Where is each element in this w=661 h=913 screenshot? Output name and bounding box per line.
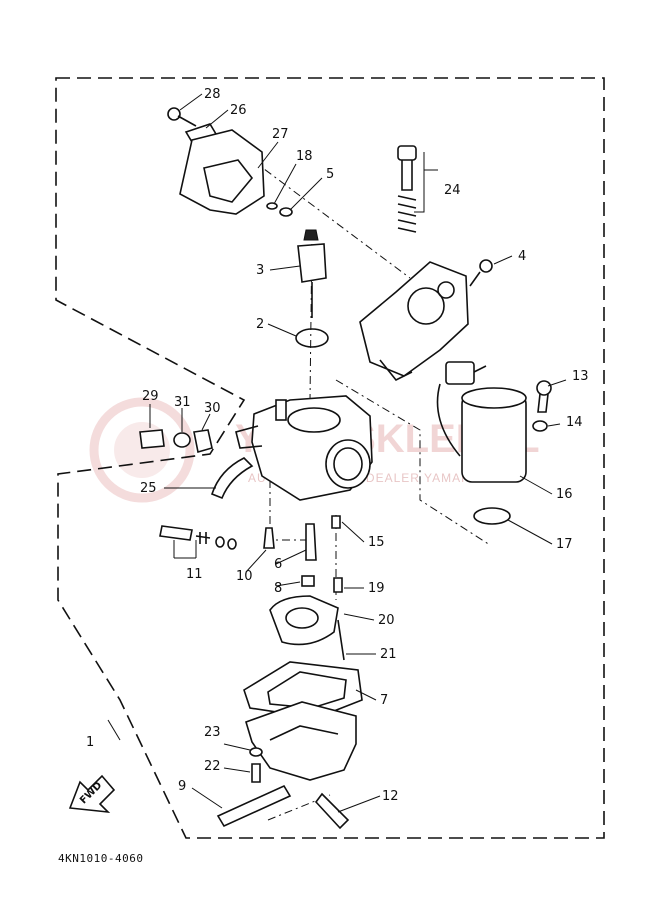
part-12-drain-screw	[314, 792, 350, 830]
part-6-needle-jet	[305, 523, 317, 561]
part-30-plate	[193, 429, 213, 454]
callout-10: 10	[236, 569, 253, 584]
leader-lines	[107, 93, 567, 813]
callout-23: 23	[204, 725, 221, 740]
callout-1: 1	[86, 735, 94, 750]
callout-16: 16	[556, 487, 573, 502]
callout-13: 13	[572, 369, 589, 384]
callout-6: 6	[274, 557, 282, 572]
assembly-boundary	[55, 77, 605, 839]
callout-8: 8	[274, 581, 282, 596]
part-27-cover	[179, 129, 265, 215]
callout-28: 28	[204, 87, 221, 102]
callout-30: 30	[204, 401, 221, 416]
part-4-screw	[469, 259, 493, 287]
callout-22: 22	[204, 759, 221, 774]
callout-29: 29	[142, 389, 159, 404]
part-24-screw-spring	[397, 145, 417, 233]
part-15-jet	[331, 515, 341, 529]
callout-12: 12	[382, 789, 399, 804]
part-5-washer	[279, 207, 293, 217]
part-11-pilot-screw-set	[159, 525, 237, 550]
part-22-screw	[251, 763, 261, 783]
callout-31: 31	[174, 395, 191, 410]
part-31-o-ring	[173, 432, 191, 448]
part-18-washer	[266, 202, 278, 210]
callout-3: 3	[256, 263, 264, 278]
part-carburetor-body	[235, 395, 373, 501]
callout-2: 2	[256, 317, 264, 332]
callout-4: 4	[518, 249, 526, 264]
part-13-screw	[536, 380, 552, 413]
part-9-drain-pipe	[216, 784, 292, 828]
callout-7: 7	[380, 693, 388, 708]
part-8-main-jet	[301, 575, 315, 587]
part-float-chamber	[245, 701, 357, 781]
callout-20: 20	[378, 613, 395, 628]
callout-26: 26	[230, 103, 247, 118]
part-10-screw	[263, 527, 275, 549]
part-20-float	[269, 595, 339, 646]
callout-labels: 28 26 27 18 5 24 4 3 2 29 31 30 25 13 14…	[86, 87, 589, 804]
part-28-screw	[167, 107, 197, 127]
part-top-housing	[359, 261, 469, 382]
figure-code: 4KN1010-4060	[58, 852, 143, 865]
callout-18: 18	[296, 149, 313, 164]
part-2-o-ring	[295, 328, 329, 348]
part-16-auto-choke	[436, 361, 527, 483]
callout-21: 21	[380, 647, 397, 662]
part-25-hose	[211, 457, 254, 500]
watermark-logo-ring	[89, 397, 195, 503]
callout-19: 19	[368, 581, 385, 596]
fwd-arrow-icon: FWD	[68, 774, 116, 814]
callout-11: 11	[186, 567, 203, 582]
callout-17: 17	[556, 537, 573, 552]
part-17-o-ring	[473, 507, 511, 525]
part-7-gasket	[243, 661, 363, 719]
part-23-washer	[249, 747, 263, 757]
callout-24: 24	[444, 183, 461, 198]
callout-14: 14	[566, 415, 583, 430]
part-3-jet-needle	[297, 229, 327, 318]
callout-9: 9	[178, 779, 186, 794]
callout-15: 15	[368, 535, 385, 550]
part-19-needle-valve	[333, 577, 343, 593]
part-29-screw	[139, 429, 165, 449]
callout-25: 25	[140, 481, 157, 496]
callout-5: 5	[326, 167, 334, 182]
part-14-washer	[532, 420, 548, 432]
callout-27: 27	[272, 127, 289, 142]
part-21-float-pin	[337, 619, 345, 661]
